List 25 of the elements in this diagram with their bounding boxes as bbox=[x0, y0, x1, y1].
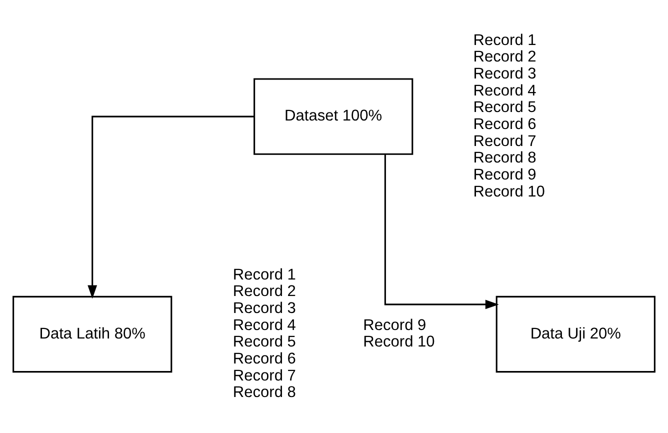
node-label: Record 9 bbox=[473, 166, 536, 184]
node-label: Record 6 bbox=[232, 350, 296, 368]
node-label: Record 6 bbox=[473, 116, 536, 133]
node-box: Dataset 100% bbox=[254, 78, 414, 154]
node-label: Record 8 bbox=[232, 384, 296, 401]
node-label: Record 5 bbox=[473, 98, 536, 116]
node-label: Record 4 bbox=[473, 82, 536, 99]
node-label: Record 3 bbox=[232, 300, 296, 317]
node-box: Data Latih 80% bbox=[12, 295, 172, 372]
node-label: Record 2 bbox=[232, 282, 296, 300]
node-label: Record 5 bbox=[232, 333, 296, 350]
node-label: Record 10 bbox=[473, 182, 545, 200]
node-label: Record 2 bbox=[473, 48, 536, 66]
node-label: Record 8 bbox=[473, 149, 536, 166]
node-label: Record 7 bbox=[232, 366, 296, 384]
node-label: Record 4 bbox=[232, 316, 296, 334]
node-label: Record 9 bbox=[363, 316, 426, 334]
arrow bbox=[88, 115, 254, 298]
node-label: Record 1 bbox=[473, 31, 536, 48]
node-label: Record 7 bbox=[473, 132, 536, 150]
node-label: Record 1 bbox=[232, 266, 296, 283]
node-label: Record 10 bbox=[363, 333, 435, 350]
arrow bbox=[384, 154, 499, 309]
node-label: Record 3 bbox=[473, 64, 536, 82]
node-box: Data Uji 20% bbox=[496, 295, 656, 372]
